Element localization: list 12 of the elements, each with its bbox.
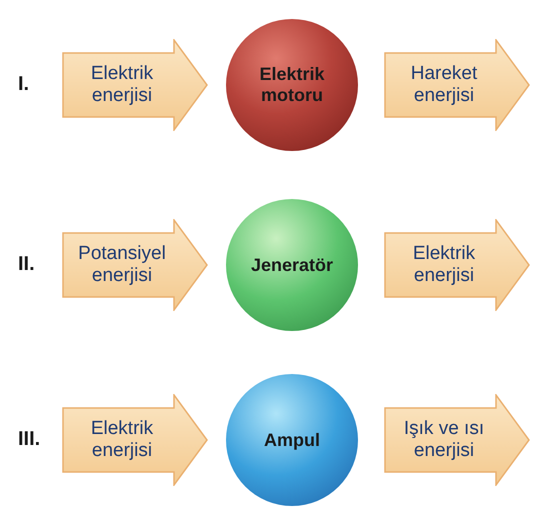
row-number: III.: [18, 428, 40, 451]
row-number: II.: [18, 253, 35, 276]
row-number: I.: [18, 73, 30, 96]
energy-label: Elektrik enerjisi: [412, 243, 476, 287]
energy-label: Elektrik enerjisi: [90, 418, 154, 462]
energy-label: Potansiyel enerjisi: [77, 243, 167, 287]
energy-label: Hareket enerjisi: [410, 63, 478, 107]
energy-label: Elektrik enerjisi: [90, 63, 154, 107]
device-label: Elektrik motoru: [258, 64, 326, 106]
energy-label: Işık ve ısı enerjisi: [402, 418, 486, 462]
device-label: Ampul: [263, 430, 321, 450]
device-label: Jeneratör: [250, 254, 334, 276]
